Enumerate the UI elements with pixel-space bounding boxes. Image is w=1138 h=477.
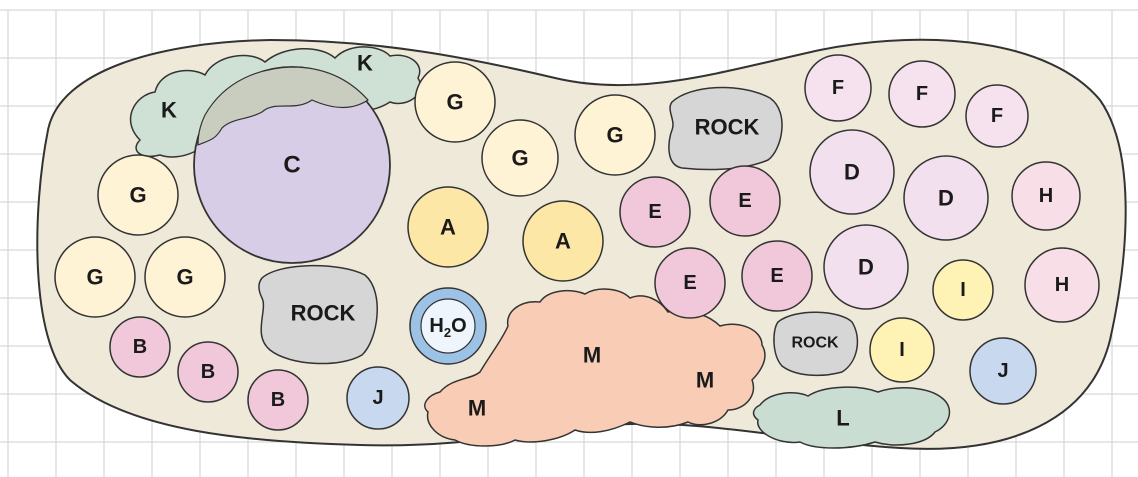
- organelle-a1: A: [408, 187, 488, 267]
- organelle-label: A: [440, 215, 456, 240]
- organelle-label: E: [738, 190, 751, 212]
- organelle-label: G: [129, 183, 146, 208]
- k2-label: K: [357, 51, 373, 76]
- organelle-label: G: [446, 90, 463, 115]
- organelle-label: I: [899, 339, 905, 361]
- h2o-subscript: 2: [444, 325, 451, 340]
- organelle-label: E: [683, 272, 696, 294]
- organelle-f2: F: [889, 61, 955, 127]
- organelle-label: F: [991, 105, 1003, 127]
- organelle-label: B: [271, 389, 285, 411]
- organelle-label: B: [201, 361, 215, 383]
- organelle-g1: G: [415, 62, 495, 142]
- l-cloud-shape: [754, 387, 950, 448]
- organelle-label: G: [86, 265, 103, 290]
- organelle-label: G: [176, 265, 193, 290]
- organelle-label: G: [606, 123, 623, 148]
- organelle-a2: A: [523, 201, 603, 281]
- organelle-label: D: [844, 160, 860, 185]
- organelle-label: H: [1055, 274, 1069, 296]
- organelle-f3: F: [966, 85, 1028, 147]
- organelle-d1: D: [810, 130, 894, 214]
- organelle-label: H: [1039, 185, 1053, 207]
- rock-label: ROCK: [695, 115, 760, 140]
- organelle-label: G: [511, 146, 528, 171]
- c-label: C: [283, 152, 300, 179]
- organelle-g5: G: [55, 237, 135, 317]
- rock-label: ROCK: [791, 335, 839, 352]
- organelle-i2: I: [870, 318, 934, 382]
- organelle-b2: B: [178, 342, 238, 402]
- organelle-label: E: [648, 201, 661, 223]
- m3-label: M: [468, 396, 486, 421]
- organelle-label: E: [770, 265, 783, 287]
- m1-label: M: [583, 343, 601, 368]
- organelle-label: D: [938, 186, 954, 211]
- organelle-h1: H: [1012, 162, 1080, 230]
- organelle-g3: G: [575, 95, 655, 175]
- organelle-d3: D: [824, 225, 908, 309]
- rock-2: ROCK: [669, 87, 782, 169]
- organelle-g4: G: [98, 155, 178, 235]
- organelle-h2: H: [1025, 248, 1099, 322]
- organelle-b1: B: [110, 317, 170, 377]
- organelle-label: I: [960, 279, 966, 301]
- organelle-label: A: [555, 229, 571, 254]
- h2o-o: O: [451, 315, 467, 337]
- organelle-e4: E: [742, 241, 812, 311]
- rock-1: ROCK: [259, 266, 377, 364]
- h2o-vacuole: H2O: [410, 288, 486, 364]
- organelle-j2: J: [970, 338, 1036, 404]
- organelle-label: F: [832, 77, 844, 99]
- organelle-label: D: [858, 255, 874, 280]
- organelle-i1: I: [933, 260, 993, 320]
- organelle-e2: E: [710, 166, 780, 236]
- k1-label: K: [161, 98, 177, 123]
- organelle-d2: D: [904, 156, 988, 240]
- organelle-j1: J: [347, 367, 409, 429]
- organelle-g2: G: [482, 120, 558, 196]
- organelle-label: F: [916, 83, 928, 105]
- h2o-h: H: [429, 315, 443, 337]
- rock-3: ROCK: [774, 312, 858, 375]
- organelle-e3: E: [655, 248, 725, 318]
- m2-label: M: [696, 368, 714, 393]
- organelle-b3: B: [248, 370, 308, 430]
- rock-label: ROCK: [291, 301, 356, 326]
- organelle-g6: G: [145, 237, 225, 317]
- organelle-label: J: [372, 387, 383, 409]
- l-organelle: L: [754, 387, 950, 448]
- organelle-label: B: [133, 336, 147, 358]
- l-label: L: [836, 406, 849, 431]
- organelle-e1: E: [620, 177, 690, 247]
- organelle-label: J: [997, 360, 1008, 382]
- organelle-f1: F: [805, 55, 871, 121]
- c-organelle: C: [194, 67, 390, 263]
